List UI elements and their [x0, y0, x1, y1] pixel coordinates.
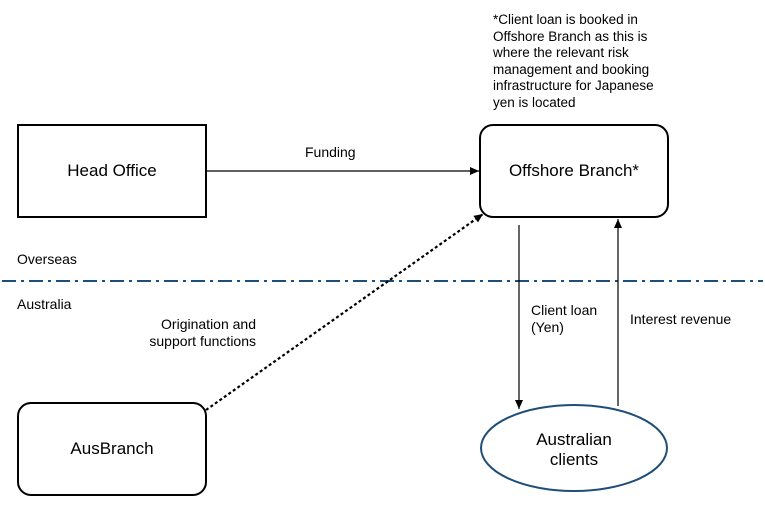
footnote-line: yen is located — [493, 94, 576, 110]
ausbranch-node: AusBranch — [17, 402, 207, 496]
footnote-line: management and booking — [493, 61, 650, 77]
footnote-line: infrastructure for Japanese — [493, 78, 654, 93]
ausbranch-label: AusBranch — [70, 439, 154, 458]
offshore-branch-node: Offshore Branch* — [479, 124, 669, 218]
origination-label: Origination and support functions — [140, 316, 256, 350]
overseas-region-label: Overseas — [17, 251, 77, 267]
head-office-node: Head Office — [17, 124, 207, 218]
footnote-line: *Client loan is booked in — [493, 12, 638, 27]
client-loan-line1: Client loan — [531, 302, 598, 318]
australian-clients-line2: clients — [549, 450, 599, 469]
footnote: *Client loan is booked in Offshore Branc… — [493, 12, 654, 111]
origination-arrow — [205, 213, 484, 411]
offshore-branch-label: Offshore Branch* — [508, 161, 640, 180]
client-loan-label: Client loan (Yen) — [531, 302, 597, 336]
australian-clients-line1: Australian — [536, 430, 612, 449]
australian-clients-ellipse — [480, 404, 668, 492]
origination-line1: Origination and — [161, 316, 256, 332]
client-loan-line2: (Yen) — [531, 319, 564, 335]
australia-region-label: Australia — [17, 296, 72, 312]
interest-revenue-label: Interest revenue — [630, 311, 732, 327]
origination-line2: support functions — [149, 333, 256, 349]
head-office-label: Head Office — [67, 161, 157, 180]
footnote-line: where the relevant risk — [493, 45, 629, 60]
funding-label: Funding — [305, 144, 356, 160]
australian-clients-label: Australian clients — [481, 430, 667, 470]
footnote-line: Offshore Branch as this is — [493, 28, 648, 44]
